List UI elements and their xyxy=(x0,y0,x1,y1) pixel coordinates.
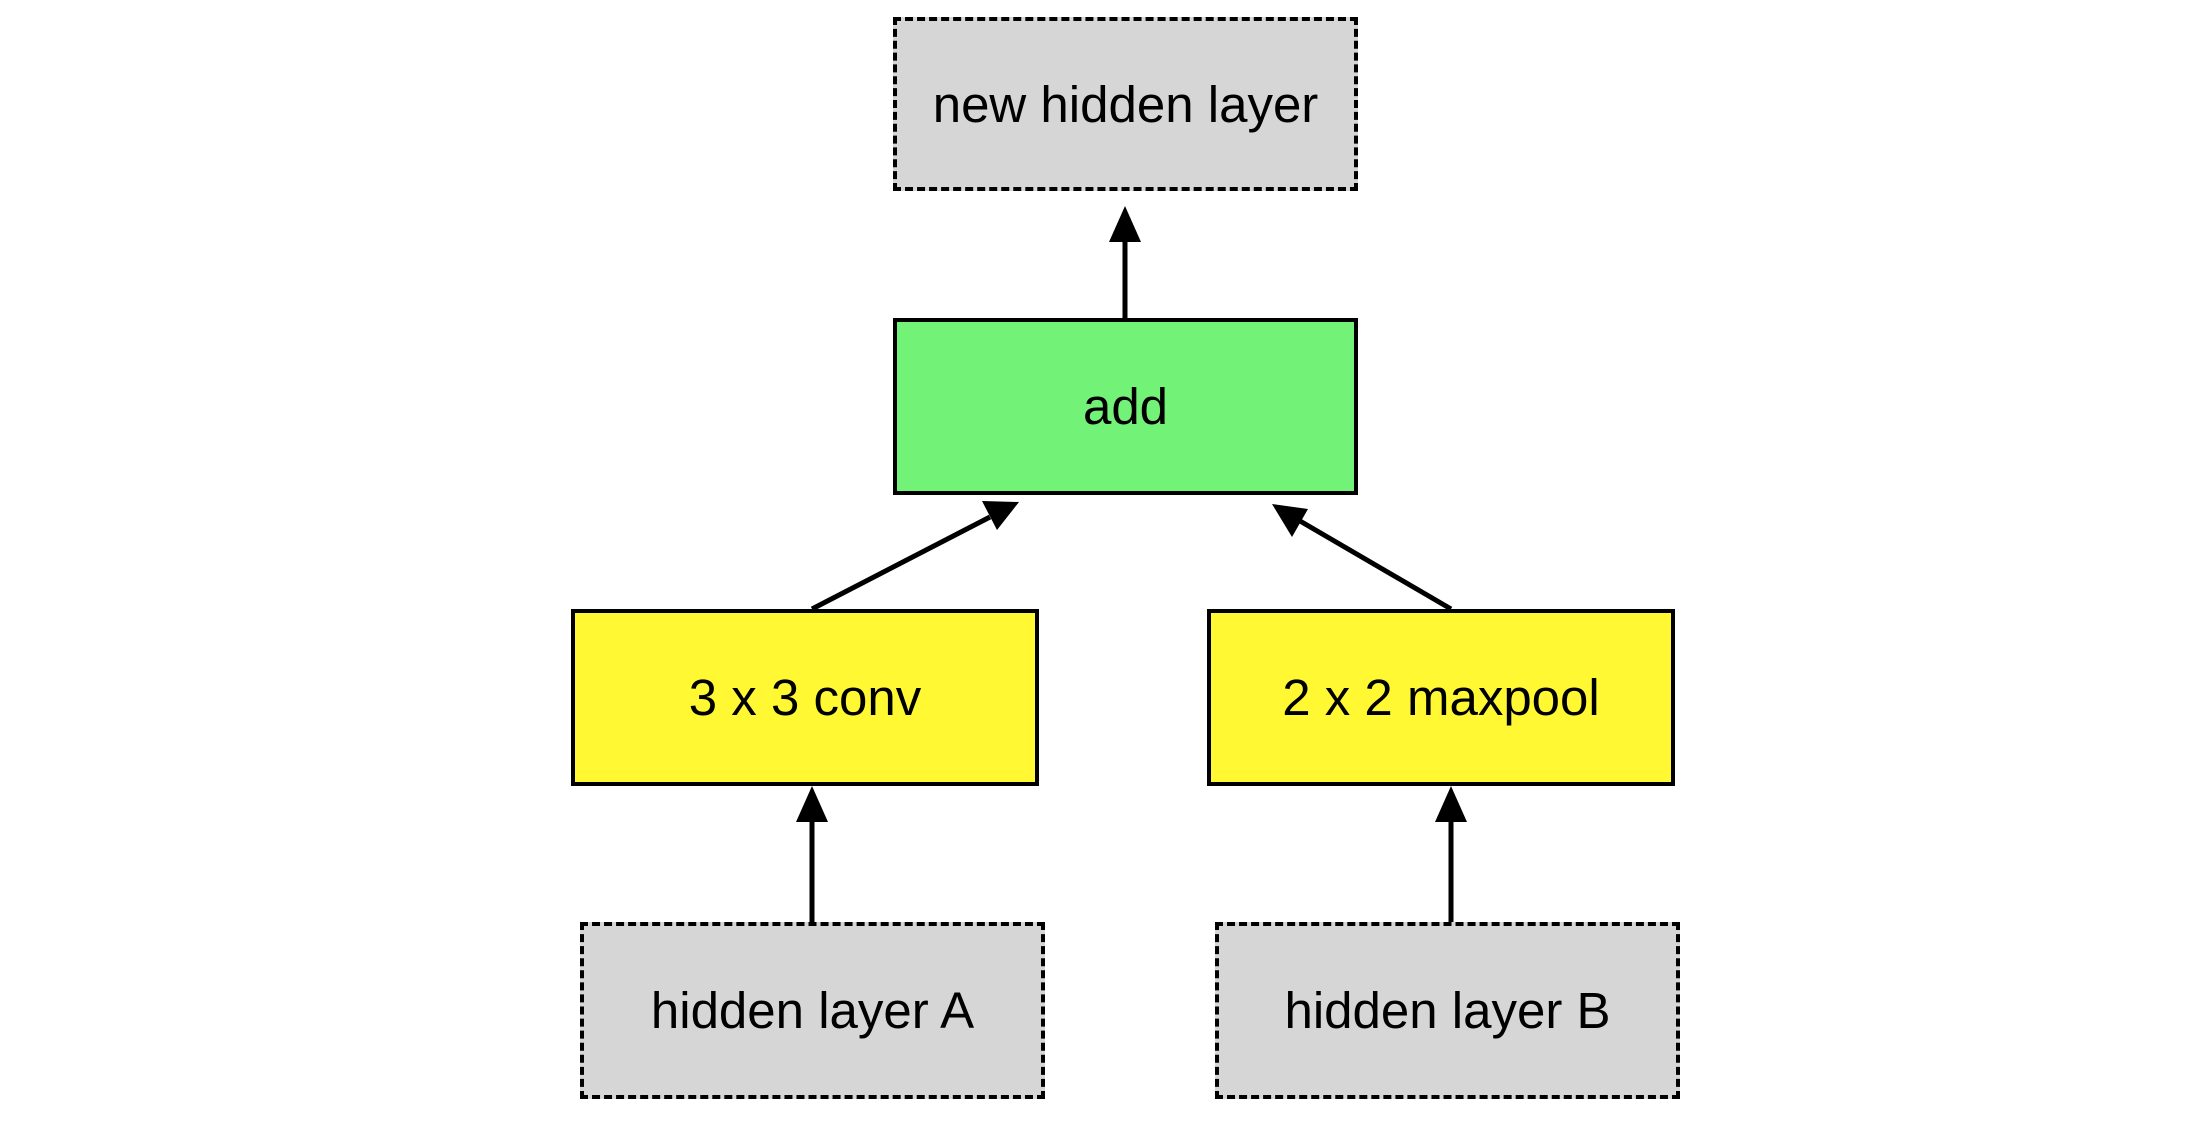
edge-hidden-a-to-conv xyxy=(796,786,828,922)
add-label: add xyxy=(1082,378,1169,435)
conv-node: 3 x 3 conv xyxy=(571,609,1039,786)
hidden-layer-b-label: hidden layer B xyxy=(1284,982,1611,1039)
maxpool-label: 2 x 2 maxpool xyxy=(1282,669,1600,726)
maxpool-node: 2 x 2 maxpool xyxy=(1207,609,1675,786)
add-node: add xyxy=(893,318,1358,495)
new-hidden-layer-node: new hidden layer xyxy=(893,17,1358,191)
conv-label: 3 x 3 conv xyxy=(688,669,922,726)
hidden-layer-a-node: hidden layer A xyxy=(580,922,1045,1099)
edge-maxpool-to-add xyxy=(1272,504,1453,612)
hidden-layer-b-node: hidden layer B xyxy=(1215,922,1680,1099)
edge-add-to-new-hidden-layer xyxy=(1109,206,1141,318)
hidden-layer-a-label: hidden layer A xyxy=(650,982,975,1039)
new-hidden-layer-label: new hidden layer xyxy=(932,75,1319,133)
edge-conv-to-add xyxy=(810,501,1019,612)
edge-hidden-b-to-maxpool xyxy=(1435,786,1467,922)
